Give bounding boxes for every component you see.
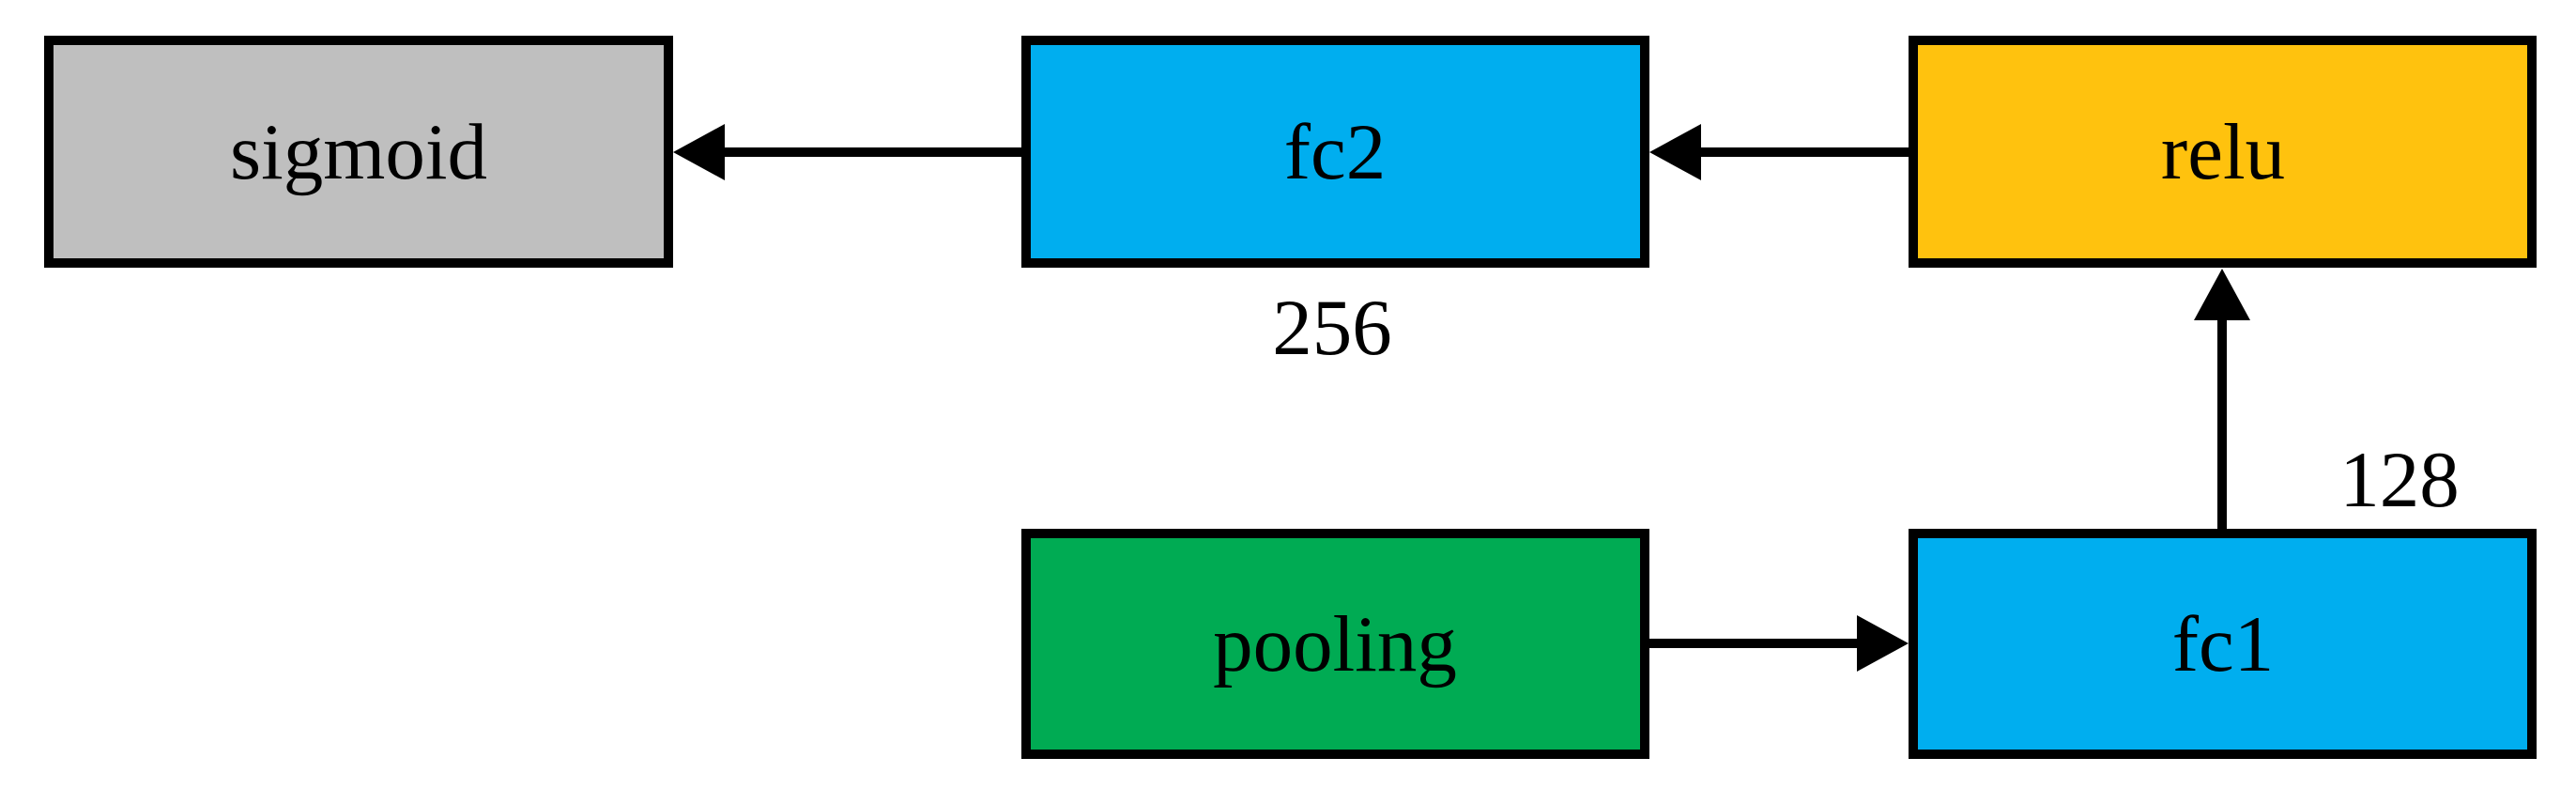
node-sigmoid: sigmoid	[44, 36, 673, 268]
node-fc2-label: fc2	[1284, 108, 1387, 196]
node-pooling-label: pooling	[1213, 600, 1457, 688]
node-fc2: fc2	[1021, 36, 1649, 268]
annotation-fc1-units: 128	[2339, 436, 2460, 524]
edge-fc1-to-relu	[2194, 269, 2250, 529]
node-pooling-box	[1021, 529, 1649, 759]
edge-fc2-to-sigmoid-arrowhead-icon	[673, 124, 725, 180]
edge-pooling-to-fc1-arrowhead-icon	[1857, 615, 1909, 672]
node-relu-box	[1909, 36, 2537, 268]
edge-pooling-to-fc1	[1649, 615, 1909, 672]
annotation-fc2-units: 256	[1272, 284, 1392, 372]
node-sigmoid-label: sigmoid	[230, 108, 487, 196]
node-relu-label: relu	[2161, 108, 2285, 196]
node-fc1: fc1	[1909, 529, 2537, 759]
edge-fc1-to-relu-arrowhead-icon	[2194, 269, 2250, 320]
edge-fc2-to-sigmoid	[673, 124, 1021, 180]
node-relu: relu	[1909, 36, 2537, 268]
node-fc1-label: fc1	[2172, 600, 2275, 688]
node-fc2-box	[1021, 36, 1649, 268]
node-pooling: pooling	[1021, 529, 1649, 759]
node-sigmoid-box	[44, 36, 673, 268]
edge-relu-to-fc2-arrowhead-icon	[1649, 124, 1701, 180]
node-fc1-box	[1909, 529, 2537, 759]
edge-relu-to-fc2	[1649, 124, 1909, 180]
